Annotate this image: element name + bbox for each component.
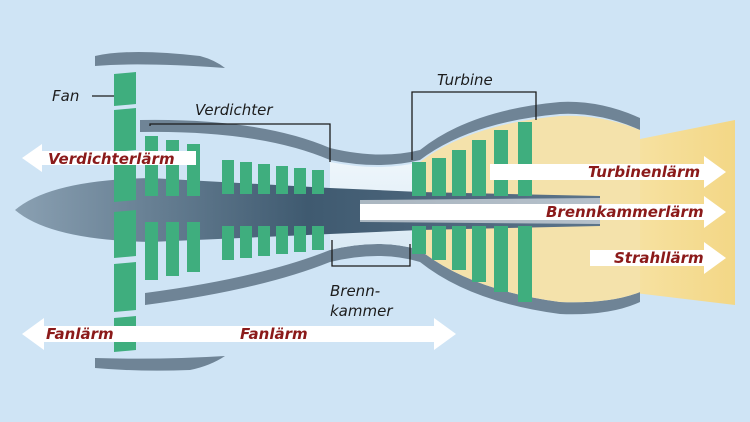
- turbine-blade: [472, 140, 486, 196]
- fan-blade-lower-1: [114, 210, 136, 258]
- turbine-blade: [518, 122, 532, 196]
- label-turbine: Turbine: [437, 71, 493, 89]
- label-fanlaerm-center: Fanlärm: [240, 325, 308, 343]
- turbine-blade: [412, 226, 426, 254]
- lpc-blade: [145, 222, 158, 280]
- label-brennkammer-1: Brenn-: [330, 282, 380, 300]
- arrow-turbinenlaerm: [490, 156, 726, 188]
- turbine-blade: [494, 130, 508, 196]
- turbine-blade: [412, 162, 426, 196]
- turbine-bracket: [411, 91, 537, 160]
- label-strahllaerm: Strahllärm: [614, 249, 704, 267]
- turbine-blade: [518, 226, 532, 302]
- turbine-blade: [494, 226, 508, 292]
- hpc-blade: [258, 226, 270, 256]
- hp-compressor-blades: [222, 160, 324, 260]
- arrow-brennkammerlaerm: [360, 196, 726, 228]
- label-brennkammer-2: kammer: [330, 302, 393, 320]
- lpc-blade: [187, 222, 200, 272]
- hpc-blade: [312, 170, 324, 194]
- core-casing-top: [140, 101, 640, 165]
- lpc-blade: [166, 140, 179, 196]
- hpc-blade: [276, 226, 288, 254]
- arrow-strahllaerm: [590, 242, 726, 274]
- brennkammer-bracket: [331, 240, 411, 267]
- arrow-verdichterlaerm: [22, 144, 196, 172]
- verdichter-bracket: [149, 123, 331, 162]
- noise-arrows: [22, 144, 726, 350]
- leader-lines: [92, 91, 537, 267]
- label-fan: Fan: [52, 87, 79, 105]
- hpc-blade: [276, 166, 288, 194]
- turbine-blade: [452, 150, 466, 196]
- fan-blade-lower-2: [114, 262, 136, 312]
- nacelle-top: [95, 52, 225, 68]
- turbine-blade: [472, 226, 486, 282]
- label-brennkammerlaerm: Brennkammerlärm: [546, 203, 704, 221]
- fan-blade-tip-top: [114, 72, 136, 106]
- fan-blades: [114, 72, 136, 352]
- hpc-blade: [240, 162, 252, 194]
- label-fanlaerm-left: Fanlärm: [46, 325, 114, 343]
- nacelle-bottom: [95, 356, 225, 371]
- hpc-blade: [312, 226, 324, 250]
- fan-blade-upper-1: [114, 108, 136, 152]
- fan-blade-upper-2: [114, 156, 136, 202]
- hpc-blade: [222, 226, 234, 260]
- label-verdichterlaerm: Verdichterlärm: [48, 150, 175, 168]
- turbine-blade: [432, 226, 446, 260]
- hpc-blade: [222, 160, 234, 194]
- label-turbinenlaerm: Turbinenlärm: [588, 163, 700, 181]
- label-verdichter: Verdichter: [195, 101, 273, 119]
- core-casing-bottom: [145, 244, 640, 315]
- hpc-blade: [258, 164, 270, 194]
- hpc-blade: [294, 226, 306, 252]
- hpc-blade: [294, 168, 306, 194]
- turbine-blade: [452, 226, 466, 270]
- turbine-blade: [432, 158, 446, 196]
- hpc-blade: [240, 226, 252, 258]
- lpc-blade: [166, 222, 179, 276]
- arrow-fanlaerm: [22, 318, 456, 350]
